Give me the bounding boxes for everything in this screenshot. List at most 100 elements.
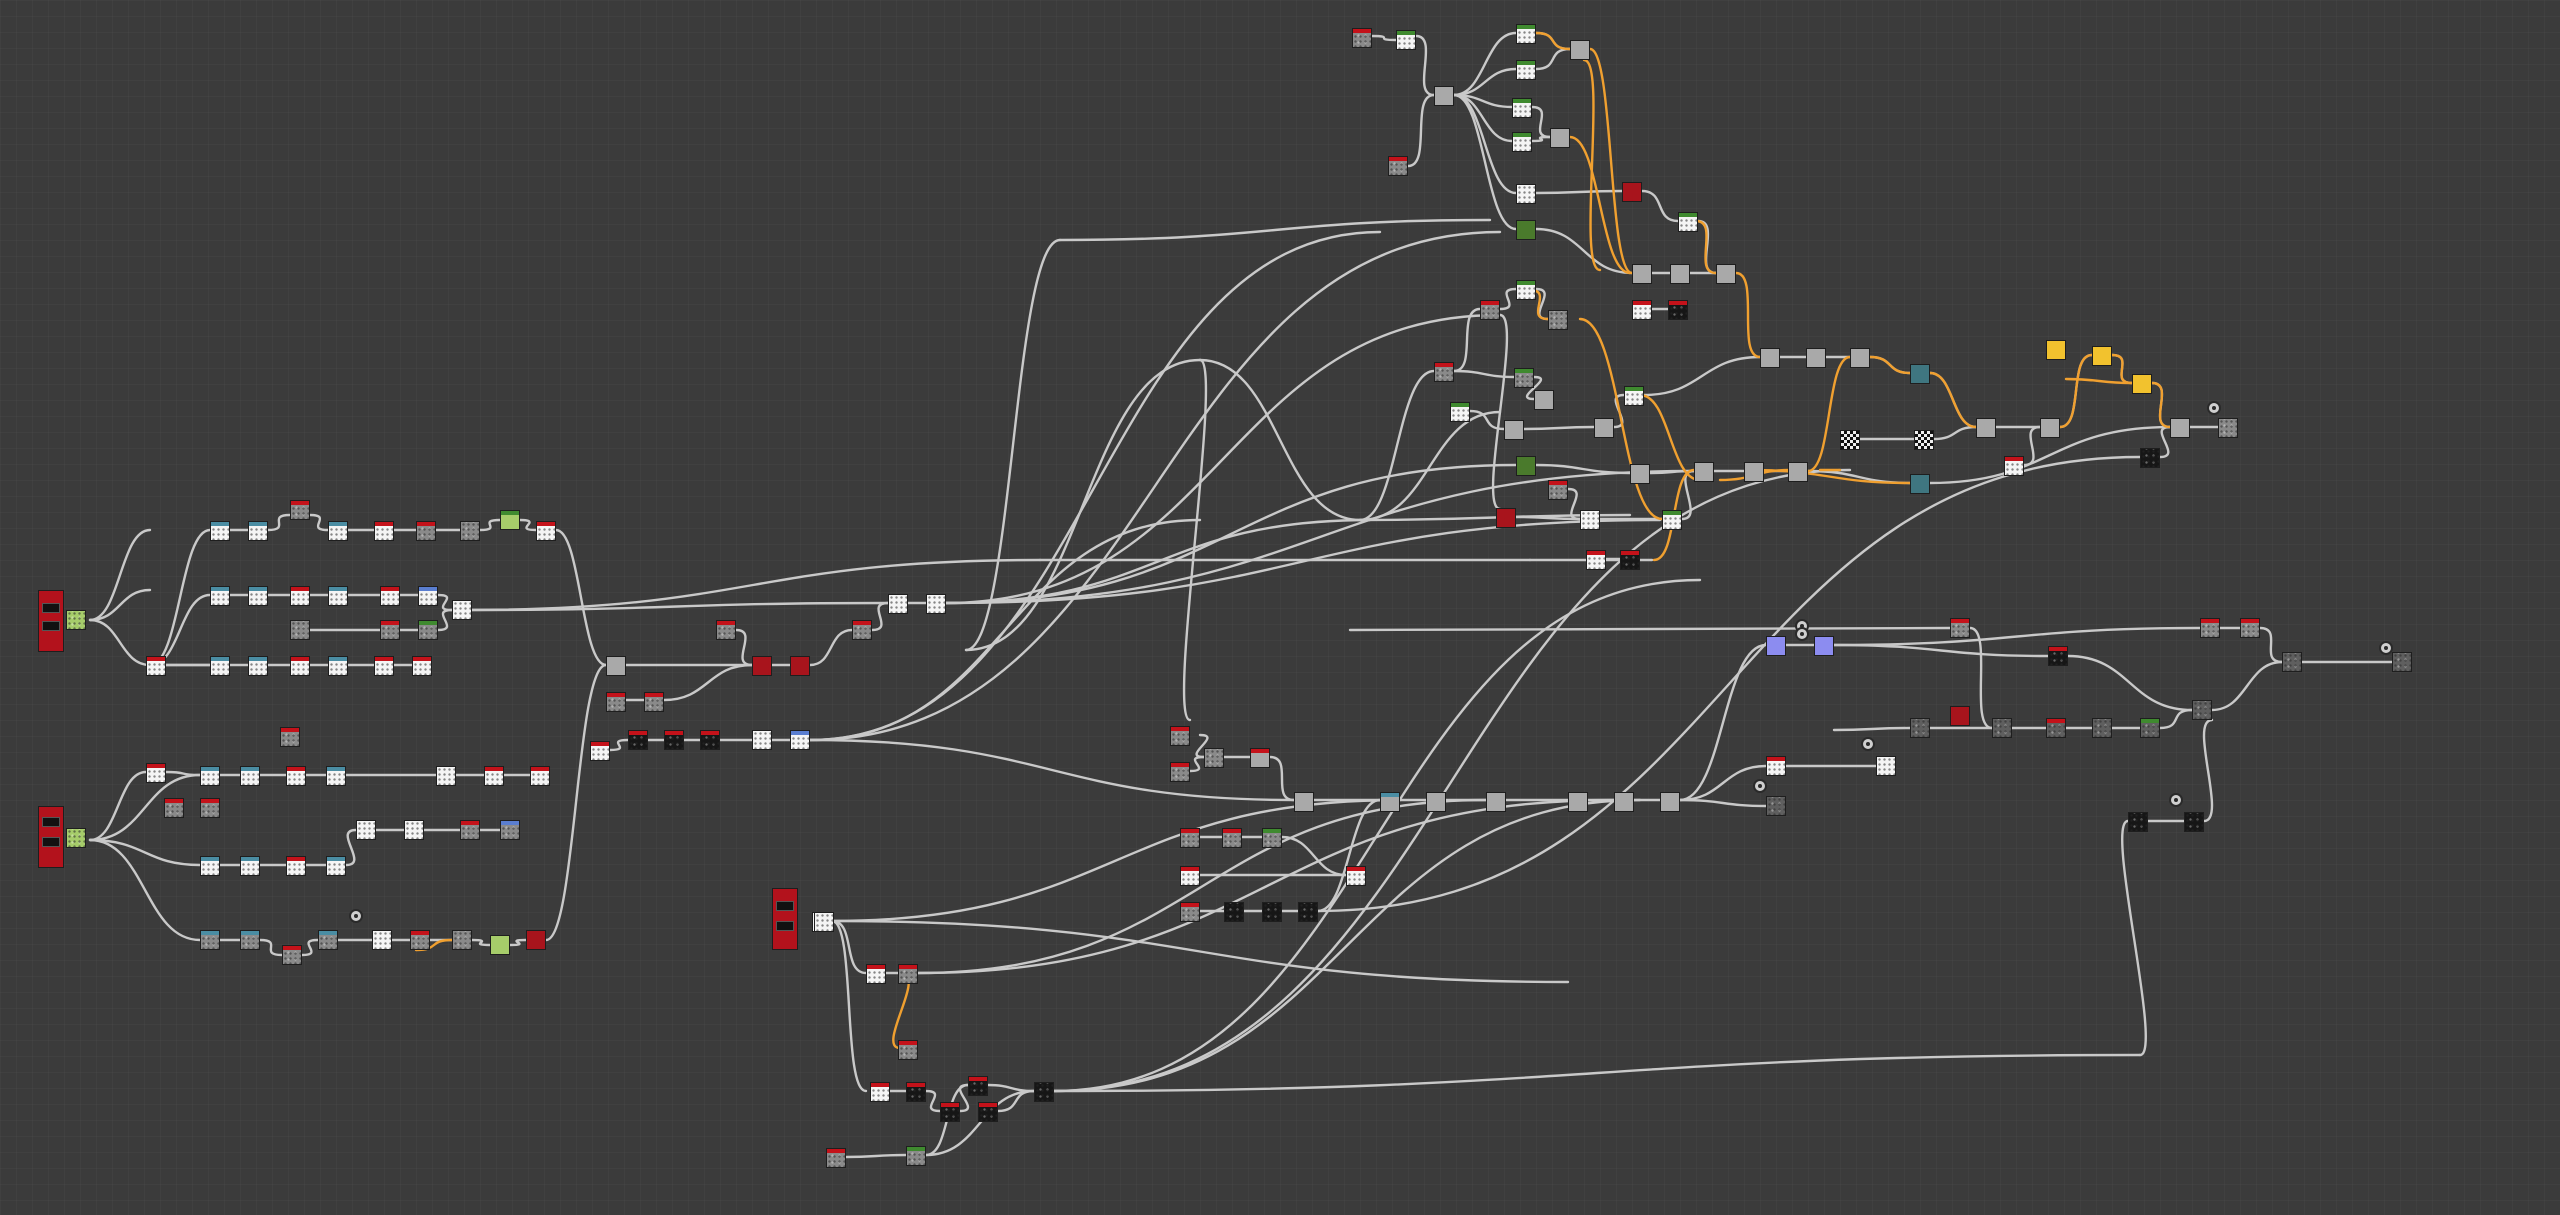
graph-node[interactable] [286, 766, 306, 786]
connection-wire[interactable] [830, 919, 1570, 984]
graph-node[interactable] [530, 766, 550, 786]
graph-node[interactable] [1586, 550, 1606, 570]
graph-node[interactable] [1434, 86, 1454, 106]
graph-node[interactable] [1516, 220, 1536, 240]
connection-wire[interactable] [1452, 307, 1482, 373]
graph-node[interactable] [1914, 430, 1934, 450]
connection-wire[interactable] [1678, 798, 1768, 808]
graph-node[interactable] [404, 820, 424, 840]
connection-wire[interactable] [808, 738, 1296, 802]
graph-node[interactable] [790, 656, 810, 676]
graph-node[interactable] [372, 930, 392, 950]
graph-node[interactable] [1950, 618, 1970, 638]
connection-wire-highlighted[interactable] [1534, 31, 1572, 51]
connection-wire[interactable] [88, 838, 202, 867]
graph-node[interactable] [1450, 402, 1470, 422]
graph-node[interactable] [1222, 828, 1242, 848]
graph-node[interactable] [1550, 128, 1570, 148]
graph-node[interactable] [286, 856, 306, 876]
graph-node[interactable] [1660, 792, 1680, 812]
graph-node[interactable] [1548, 480, 1568, 500]
graph-node[interactable] [1298, 902, 1318, 922]
graph-node[interactable] [1512, 132, 1532, 152]
graph-node[interactable] [1486, 792, 1506, 812]
connection-wire[interactable] [470, 938, 492, 947]
graph-node[interactable] [328, 656, 348, 676]
graph-node[interactable] [1570, 40, 1590, 60]
graph-node[interactable] [1840, 430, 1860, 450]
graph-node[interactable] [1262, 828, 1282, 848]
graph-node[interactable] [1516, 60, 1536, 80]
connection-wire[interactable] [1452, 369, 1516, 379]
connection-wire[interactable] [1932, 425, 1978, 441]
connection-wire[interactable] [88, 588, 152, 622]
connection-wire[interactable] [88, 838, 202, 942]
connection-wire-highlighted[interactable] [1578, 317, 1664, 521]
graph-node[interactable] [1380, 792, 1400, 812]
graph-node[interactable] [1766, 636, 1786, 656]
connection-wire-highlighted[interactable] [2058, 353, 2094, 429]
graph-node[interactable] [280, 727, 300, 747]
graph-node[interactable] [1346, 866, 1366, 886]
graph-node[interactable] [1514, 368, 1534, 388]
connection-wire-highlighted[interactable] [1568, 135, 1632, 275]
connection-wire[interactable] [258, 938, 284, 957]
connection-wire[interactable] [830, 919, 868, 1093]
graph-node[interactable] [200, 856, 220, 876]
connection-wire[interactable] [1534, 227, 1634, 275]
graph-node[interactable] [380, 586, 400, 606]
connection-wire[interactable] [436, 608, 454, 632]
connection-wire[interactable] [88, 528, 152, 622]
graph-node[interactable] [2004, 456, 2024, 476]
graph-node[interactable] [164, 798, 184, 818]
connection-wire[interactable] [1358, 369, 1436, 522]
connection-wire-highlighted[interactable] [2150, 381, 2172, 429]
graph-node[interactable] [826, 1148, 846, 1168]
connection-wire[interactable] [1452, 93, 1518, 231]
graph-node[interactable] [1224, 902, 1244, 922]
connection-wire[interactable] [1452, 31, 1518, 97]
graph-node[interactable] [318, 930, 338, 950]
graph-node[interactable] [460, 820, 480, 840]
graph-node[interactable] [2240, 618, 2260, 638]
graph-node[interactable] [1662, 510, 1682, 530]
graph-node[interactable] [1396, 30, 1416, 50]
graph-node[interactable] [1434, 362, 1454, 382]
graph-node[interactable] [2132, 374, 2152, 394]
graph-node[interactable] [1388, 156, 1408, 176]
graph-node[interactable] [2046, 718, 2066, 738]
connection-wire[interactable] [1052, 798, 1642, 1093]
graph-node[interactable] [210, 586, 230, 606]
connection-wire-highlighted[interactable] [1694, 219, 1718, 275]
graph-node[interactable] [1976, 418, 1996, 438]
graph-node[interactable] [2282, 652, 2302, 672]
graph-node[interactable] [282, 945, 302, 965]
graph-node[interactable] [1806, 348, 1826, 368]
graph-node[interactable] [2392, 652, 2412, 672]
graph-node[interactable] [926, 594, 946, 614]
graph-node[interactable] [210, 521, 230, 541]
graph-node[interactable] [418, 586, 438, 606]
graph-node[interactable] [536, 521, 556, 541]
connection-wire[interactable] [1832, 626, 2202, 647]
connection-wire[interactable] [2121, 819, 2147, 1057]
graph-node[interactable] [1632, 264, 1652, 284]
graph-node[interactable] [1614, 792, 1634, 812]
graph-node[interactable] [248, 521, 268, 541]
graph-node[interactable] [1814, 636, 1834, 656]
connection-wire-highlighted[interactable] [1734, 271, 1762, 359]
graph-node[interactable] [1850, 348, 1870, 368]
output-pin-icon[interactable] [349, 909, 363, 923]
graph-node[interactable] [290, 620, 310, 640]
graph-node[interactable] [968, 1076, 988, 1096]
graph-node[interactable] [1950, 706, 1970, 726]
connection-wire[interactable] [1406, 93, 1436, 168]
graph-node[interactable] [644, 692, 664, 712]
connection-wire[interactable] [808, 628, 854, 667]
connection-wire[interactable] [1525, 375, 1543, 401]
graph-node[interactable] [752, 656, 772, 676]
connection-wire[interactable] [964, 238, 1062, 652]
connection-wire[interactable] [164, 770, 202, 777]
graph-node[interactable] [1580, 510, 1600, 530]
graph-node[interactable] [1512, 98, 1532, 118]
